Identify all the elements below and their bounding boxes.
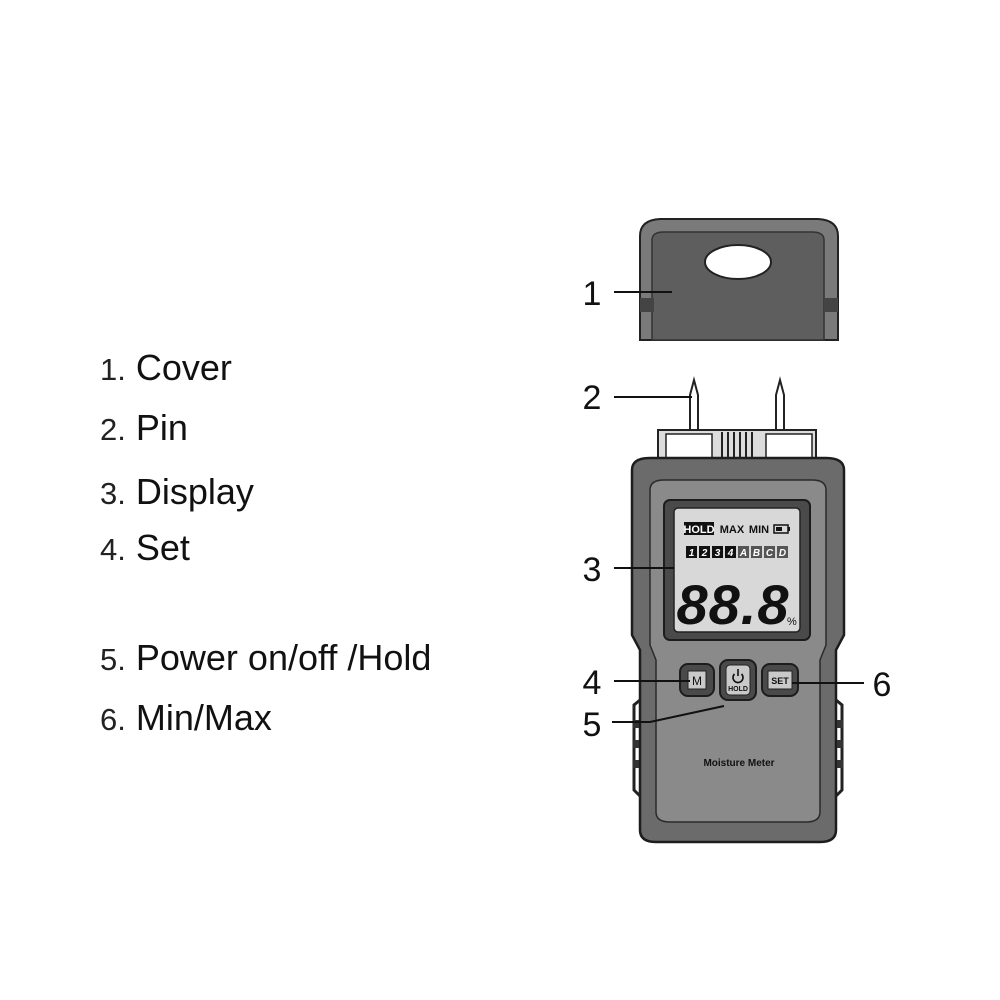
legend-item-cover: 1. Cover bbox=[100, 346, 232, 392]
cover bbox=[639, 218, 839, 341]
callout-number: 2 bbox=[583, 379, 602, 417]
legend-list: 1. Cover 2. Pin 3. Display 4. Set 5. Pow… bbox=[100, 346, 520, 746]
legend-item-power-hold: 5. Power on/off /Hold bbox=[100, 636, 431, 682]
lcd-mode-label: 2 bbox=[701, 548, 708, 559]
legend-number: 4. bbox=[100, 532, 126, 567]
brand-label: Moisture Meter bbox=[703, 758, 774, 769]
lcd-unit: % bbox=[787, 616, 797, 628]
lcd-mode-box bbox=[738, 546, 749, 558]
legend-item-display: 3. Display bbox=[100, 470, 254, 516]
legend-item-pin: 2. Pin bbox=[100, 406, 188, 452]
lcd-mode-box bbox=[764, 546, 775, 558]
lcd-max-text: MAX bbox=[720, 524, 745, 536]
lcd-mode-box bbox=[686, 546, 697, 558]
lcd-mode-box bbox=[699, 546, 710, 558]
power-icon bbox=[732, 669, 744, 684]
lcd-mode-box bbox=[777, 546, 788, 558]
callout-number: 4 bbox=[583, 664, 602, 702]
callout-number: 6 bbox=[873, 666, 892, 704]
hold-button-label: HOLD bbox=[728, 686, 748, 693]
m-button-label: M bbox=[692, 674, 702, 688]
legend-label: Display bbox=[135, 471, 254, 512]
lcd-mode-label: C bbox=[766, 548, 774, 559]
lcd-mode-label: B bbox=[753, 548, 760, 559]
callout-number: 5 bbox=[583, 706, 602, 744]
legend-label: Cover bbox=[135, 347, 232, 388]
pins bbox=[657, 376, 817, 471]
lcd-mode-label: 3 bbox=[715, 548, 721, 559]
lcd-mode-box bbox=[712, 546, 723, 558]
legend-number: 2. bbox=[100, 412, 126, 447]
lcd-mode-label: D bbox=[779, 548, 786, 559]
legend-label: Pin bbox=[135, 407, 188, 448]
lcd-mode-label: A bbox=[739, 548, 747, 559]
callout-number: 1 bbox=[583, 275, 602, 313]
legend-number: 5. bbox=[100, 642, 126, 677]
legend-number: 3. bbox=[100, 476, 126, 511]
legend-number: 1. bbox=[100, 352, 126, 387]
lcd-min-text: MIN bbox=[749, 524, 769, 536]
lcd-reading: 88.8 bbox=[677, 573, 790, 636]
lcd-mode-box bbox=[751, 546, 762, 558]
legend-item-set: 4. Set bbox=[100, 526, 190, 572]
battery-icon bbox=[773, 524, 790, 534]
lcd-mode-label: 1 bbox=[689, 548, 695, 559]
lcd-mode-box bbox=[725, 546, 736, 558]
lcd-hold-text: HOLD bbox=[683, 524, 714, 536]
legend-label: Set bbox=[135, 527, 190, 568]
lcd-mode-label: 4 bbox=[727, 548, 734, 559]
power-hold-button[interactable]: HOLD bbox=[719, 659, 757, 701]
callout-lines bbox=[612, 291, 864, 723]
legend-number: 6. bbox=[100, 702, 126, 737]
legend-label: Min/Max bbox=[135, 697, 272, 738]
callout-number: 3 bbox=[583, 551, 602, 589]
legend-item-min-max: 6. Min/Max bbox=[100, 696, 272, 742]
set-button-label: SET bbox=[771, 676, 789, 686]
legend-label: Power on/off /Hold bbox=[135, 637, 432, 678]
set-button[interactable]: SET bbox=[761, 663, 799, 697]
